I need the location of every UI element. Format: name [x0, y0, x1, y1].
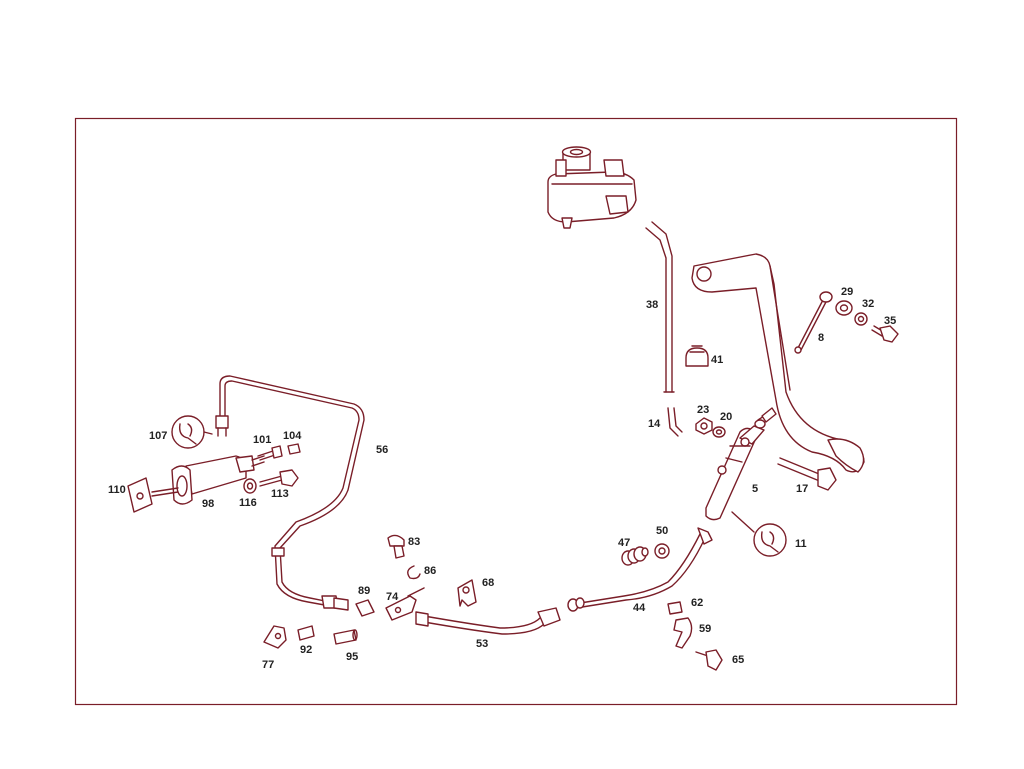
bolt-83: [387, 534, 405, 559]
nut-23: [695, 417, 713, 435]
callout-104: 104: [283, 430, 302, 442]
callout-56: 56: [376, 444, 388, 456]
callout-110: 110: [108, 484, 126, 496]
reservoir-hose-38: [645, 221, 675, 393]
callout-62: 62: [691, 597, 703, 609]
bracket-74: [385, 587, 425, 621]
washer-32: [854, 312, 868, 326]
washer-116: [243, 478, 257, 494]
callout-8: 8: [818, 332, 824, 344]
master-cylinder-5: [705, 407, 777, 521]
callout-74: 74: [386, 591, 399, 603]
callout-68: 68: [482, 577, 494, 589]
bolt-65: [695, 649, 723, 671]
tool-symbol-11: [731, 511, 787, 557]
callout-86: 86: [424, 565, 436, 577]
bolt-17: [777, 457, 837, 491]
sleeve-92: [297, 625, 315, 641]
clip-59: [673, 617, 693, 649]
bracket-68: [457, 579, 477, 607]
tool-symbol-107: [171, 415, 213, 449]
callout-98: 98: [202, 498, 214, 510]
callout-113: 113: [271, 488, 289, 500]
callout-20: 20: [720, 411, 732, 423]
callout-44: 44: [633, 602, 646, 614]
bolt-113: [259, 469, 299, 487]
callout-116: 116: [239, 497, 257, 509]
washer-20: [712, 426, 726, 438]
callout-92: 92: [300, 644, 312, 656]
callout-59: 59: [699, 623, 711, 635]
hydraulic-pipe-56: [215, 375, 365, 611]
bushing-29: [835, 300, 853, 316]
clip-89: [355, 599, 375, 617]
callout-17: 17: [796, 483, 808, 495]
cap-104: [287, 443, 301, 455]
sleeve-95: [333, 629, 358, 645]
callout-101: 101: [253, 434, 271, 446]
hydraulic-line-44: [567, 527, 713, 612]
callout-14: 14: [648, 418, 661, 430]
bleed-screw-101: [257, 445, 283, 461]
washer-50: [654, 543, 670, 559]
callout-107: 107: [149, 430, 167, 442]
fluid-reservoir: [547, 146, 637, 229]
clip-86: [407, 565, 421, 580]
callout-38: 38: [646, 299, 658, 311]
callout-41: 41: [711, 354, 723, 366]
callout-47: 47: [618, 537, 630, 549]
elbow-fitting-14: [667, 407, 683, 437]
callout-95: 95: [346, 651, 358, 663]
clip-77: [263, 625, 287, 649]
callout-65: 65: [732, 654, 744, 666]
callout-11: 11: [795, 538, 807, 550]
callout-32: 32: [862, 298, 874, 310]
slave-cylinder-98: [151, 455, 265, 505]
callout-83: 83: [408, 536, 420, 548]
seal-kit-47: [621, 546, 649, 566]
callout-29: 29: [841, 286, 853, 298]
clutch-pedal: [691, 253, 865, 473]
callout-labels: 38 41 29 32 35 8 23 20 14 5 17 11 47 50 …: [108, 286, 896, 671]
callout-53: 53: [476, 638, 488, 650]
callout-77: 77: [262, 659, 274, 671]
grommet-41: [685, 345, 709, 367]
flexible-hose-53: [415, 607, 561, 635]
pushrod-8: [794, 291, 833, 354]
callout-50: 50: [656, 525, 668, 537]
mounting-plate-110: [127, 477, 153, 513]
callout-89: 89: [358, 585, 370, 597]
callout-35: 35: [884, 315, 896, 327]
callout-5: 5: [752, 483, 758, 495]
callout-23: 23: [697, 404, 709, 416]
sleeve-62: [667, 601, 683, 615]
bolt-35: [871, 325, 899, 343]
diagram-frame: [74, 117, 958, 706]
